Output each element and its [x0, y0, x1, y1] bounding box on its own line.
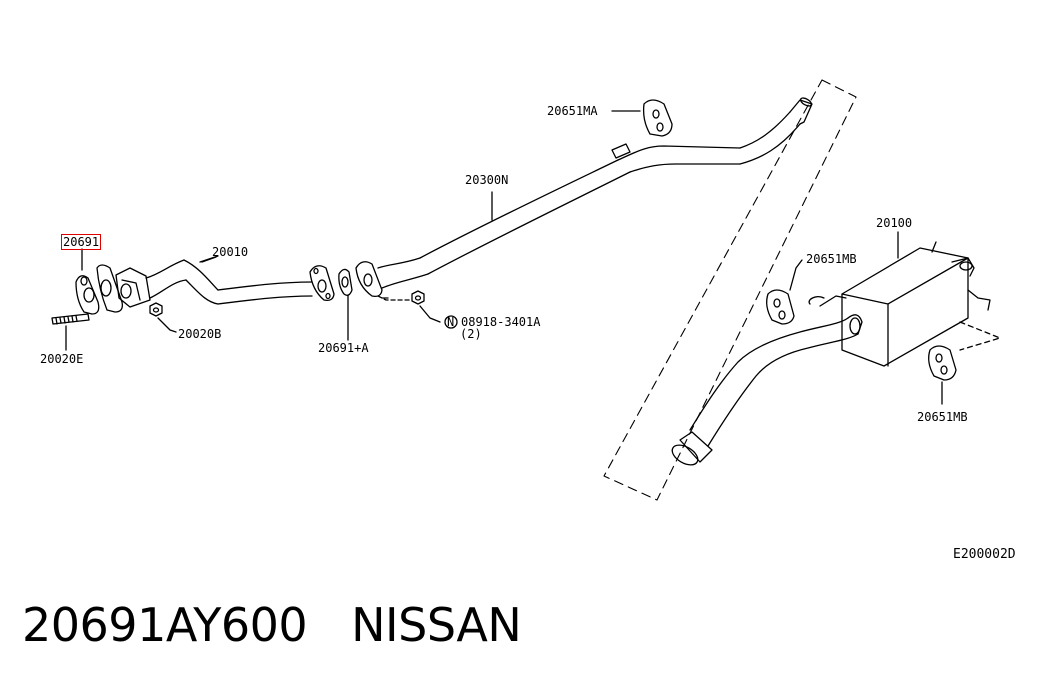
- mounting-rubber-b-right-part: [928, 345, 957, 405]
- callout-nut-std[interactable]: 08918-3401A: [461, 315, 541, 329]
- muffler-part: [671, 231, 991, 466]
- callout-mounting-rubber-b-2[interactable]: 20651MB: [917, 410, 968, 424]
- nut-part: [149, 302, 177, 333]
- callout-front-tube[interactable]: 20010: [212, 245, 249, 259]
- rear-section-outline: [603, 79, 857, 501]
- callout-mounting-rubber-a[interactable]: 20651MA: [547, 104, 598, 118]
- mounting-rubber-a-part: [611, 99, 673, 137]
- front-tube-part: [96, 255, 313, 313]
- callout-gasket-front[interactable]: 20691: [61, 234, 102, 250]
- callout-gasket-center[interactable]: 20691+A: [318, 341, 369, 355]
- center-gasket-part: [338, 268, 353, 341]
- flange-nut-part: [411, 290, 458, 329]
- part-title: 20691AY600 NISSAN: [22, 598, 565, 652]
- callout-nut-std-symbol: N: [447, 315, 455, 329]
- brand-name: NISSAN: [351, 598, 522, 652]
- center-tube-part: [355, 97, 813, 301]
- highlight-box: 20691: [61, 234, 102, 250]
- callout-muffler[interactable]: 20100: [876, 216, 913, 230]
- callout-center-tube[interactable]: 20300N: [465, 173, 509, 187]
- diagram-code: E200002D: [953, 547, 1016, 562]
- callout-nut[interactable]: 20020B: [178, 327, 222, 341]
- callout-nut-std-qty: (2): [460, 327, 482, 341]
- rear-hanger-reference: [959, 321, 1001, 351]
- callout-stud[interactable]: 20020E: [40, 352, 84, 366]
- part-number: 20691AY600: [22, 598, 308, 652]
- front-gasket-part: [75, 248, 100, 315]
- mounting-rubber-b-left-part: [766, 259, 803, 325]
- callout-mounting-rubber-b-1[interactable]: 20651MB: [806, 252, 857, 266]
- front-tube-rear-flange: [309, 265, 335, 302]
- stud-part: [51, 313, 90, 351]
